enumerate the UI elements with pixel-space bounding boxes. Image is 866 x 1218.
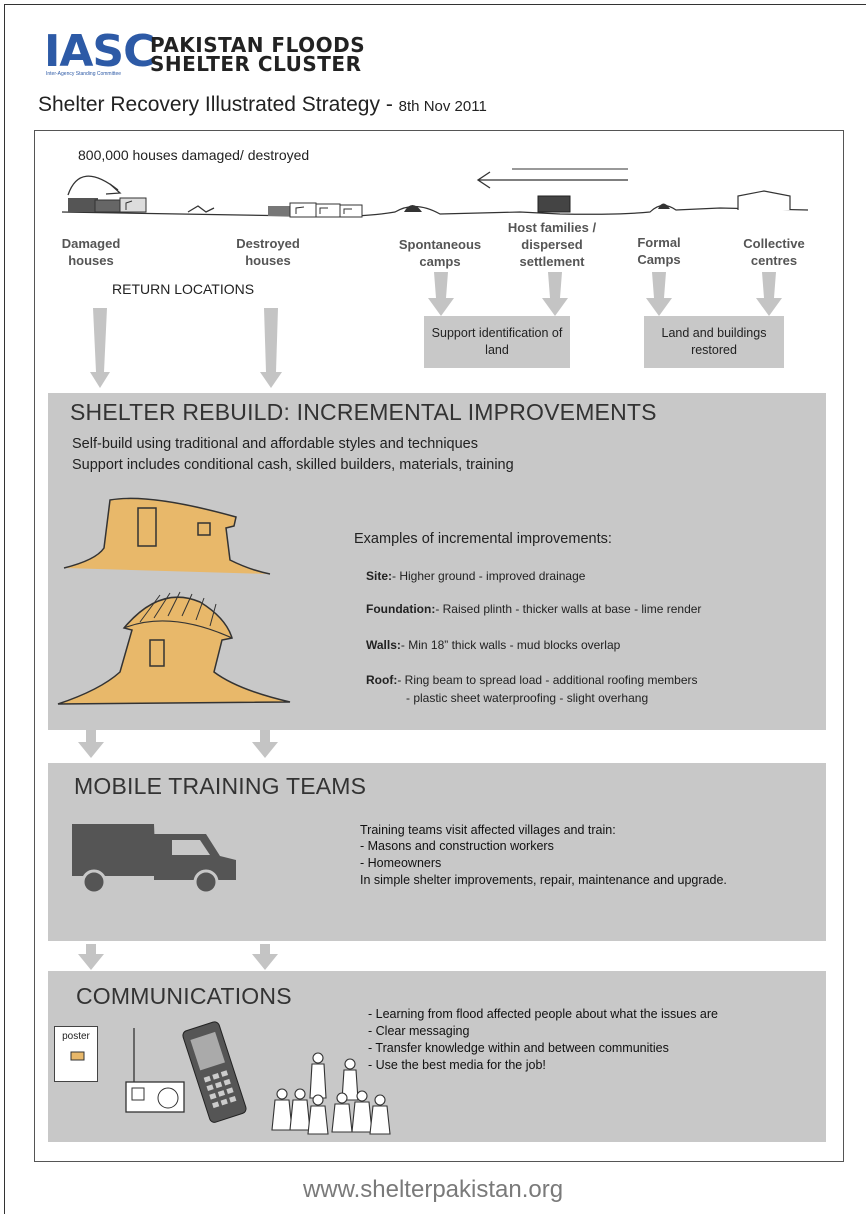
return-locations-label: RETURN LOCATIONS	[112, 281, 255, 297]
training-line4: In simple shelter improvements, repair, …	[360, 873, 727, 887]
example-walls: Walls:- Min 18” thick walls - mud blocks…	[366, 638, 620, 652]
title-separator: -	[380, 93, 399, 116]
radio-icon	[125, 1028, 185, 1113]
communications-line3: - Transfer knowledge within and between …	[368, 1041, 669, 1055]
rebuild-line1: Self-build using traditional and afforda…	[72, 436, 478, 452]
down-arrow-spontaneous	[428, 272, 454, 316]
down-arrow-rebuild-right	[252, 730, 278, 758]
down-arrow-training-right	[252, 944, 278, 970]
mobile-phone-icon	[182, 1021, 247, 1123]
strategy-frame	[34, 130, 844, 1162]
training-line2: - Masons and construction workers	[360, 839, 554, 853]
category-destroyed-houses: Destroyed houses	[236, 236, 300, 268]
left-arrow-icon	[476, 171, 628, 189]
example-foundation-text: - Raised plinth - thicker walls at base …	[435, 602, 702, 616]
example-walls-key: Walls:	[366, 638, 401, 652]
training-line3: - Homeowners	[360, 856, 442, 870]
example-roof-key: Roof:	[366, 673, 398, 687]
down-arrow-training-left	[78, 944, 104, 970]
houses-damaged-caption: 800,000 houses damaged/ destroyed	[78, 147, 310, 163]
training-line1: Training teams visit affected villages a…	[360, 823, 616, 837]
round-hut-icon	[57, 596, 291, 705]
down-arrow-formal	[646, 272, 672, 316]
ground-line	[61, 204, 809, 218]
host-house-icon	[537, 195, 571, 213]
tent-icon	[404, 205, 422, 212]
flow-arrows	[78, 272, 782, 970]
down-arrow-collective	[756, 272, 782, 316]
poster-icon: poster	[54, 1026, 98, 1082]
example-site-key: Site:	[366, 569, 393, 583]
example-site: Site:- Higher ground - improved drainage	[366, 569, 585, 583]
destroyed-rubble-icon	[187, 205, 215, 213]
example-roof: Roof:- Ring beam to spread load - additi…	[366, 673, 698, 687]
example-foundation: Foundation:- Raised plinth - thicker wal…	[366, 602, 701, 616]
communications-line1: - Learning from flood affected people ab…	[368, 1007, 718, 1021]
example-walls-text: - Min 18” thick walls - mud blocks overl…	[400, 638, 621, 652]
iasc-logo: IASC	[44, 26, 155, 77]
land-restored-box: Land and buildings restored	[644, 316, 784, 368]
page-border	[4, 4, 866, 1214]
category-damaged-houses: Damaged houses	[61, 236, 121, 268]
communications-line2: - Clear messaging	[368, 1024, 470, 1038]
communications-panel	[48, 971, 826, 1142]
examples-heading: Examples of incremental improvements:	[354, 531, 612, 547]
category-host-families: Host families / dispersed settlement	[507, 220, 597, 269]
formal-tent-icon	[658, 203, 670, 209]
rebuild-title: SHELTER REBUILD: INCREMENTAL IMPROVEMENT…	[70, 399, 657, 425]
damaged-house-icon	[68, 198, 98, 212]
cluster-name-line1: PAKISTAN FLOODS	[150, 33, 366, 57]
category-spontaneous-camps: Spontaneous camps	[398, 237, 482, 269]
example-roof-text: - Ring beam to spread load - additional …	[397, 673, 698, 687]
footer-url[interactable]: www.shelterpakistan.org	[302, 1176, 564, 1203]
communications-line4: - Use the best media for the job!	[368, 1058, 546, 1072]
down-arrow-damaged	[90, 308, 110, 388]
title-date: 8th Nov 2011	[398, 98, 487, 115]
community-group-icon	[271, 1052, 391, 1135]
cluster-name-line2: SHELTER CLUSTER	[150, 52, 362, 76]
flat-roof-house-icon	[63, 497, 271, 575]
category-collective-centres: Collective centres	[743, 236, 805, 268]
support-land-box: Support identification of land	[424, 316, 570, 368]
down-arrow-host	[542, 272, 568, 316]
communications-title: COMMUNICATIONS	[76, 983, 292, 1009]
media-icons	[125, 1021, 391, 1135]
page-title: Shelter Recovery Illustrated Strategy - …	[38, 93, 487, 117]
example-foundation-key: Foundation:	[366, 602, 436, 616]
situation-sketch	[61, 168, 809, 218]
rebuild-line2: Support includes conditional cash, skill…	[72, 457, 514, 473]
training-title: MOBILE TRAINING TEAMS	[74, 773, 367, 799]
category-formal-camps: Formal Camps	[637, 235, 681, 267]
iasc-logo-subtext: Inter-Agency Standing Committee	[46, 71, 122, 77]
down-arrow-rebuild-left	[78, 730, 104, 758]
example-roof-continued: - plastic sheet waterproofing - slight o…	[406, 691, 649, 705]
mud-houses-illustration	[57, 497, 291, 705]
example-site-text: - Higher ground - improved drainage	[392, 569, 586, 583]
title-text: Shelter Recovery Illustrated Strategy	[38, 93, 380, 116]
destroyed-house-icon	[268, 206, 290, 216]
collective-centre-icon	[737, 190, 791, 210]
down-arrow-destroyed	[260, 308, 282, 388]
poster-label: poster	[62, 1031, 90, 1042]
truck-icon	[72, 824, 236, 895]
